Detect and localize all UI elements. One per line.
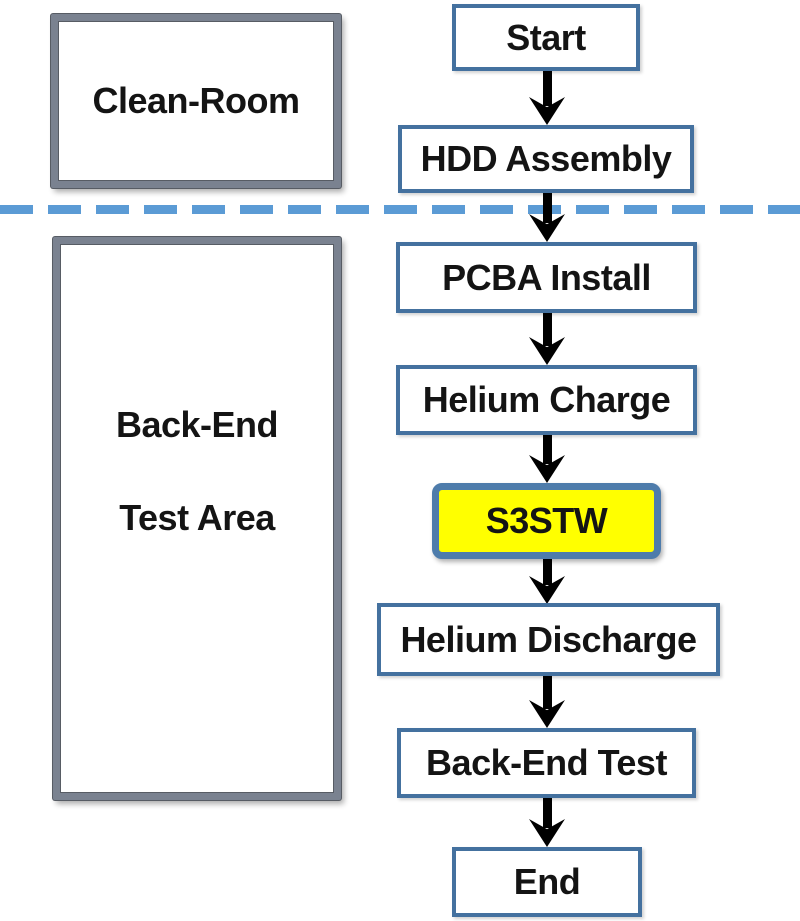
flow-node-helium-charge-label: Helium Charge xyxy=(422,379,671,420)
zone-separator-dashed-line xyxy=(0,205,800,214)
clean-room-zone-label: Clean-Room xyxy=(92,80,300,121)
flow-node-hdd-assembly-label: HDD Assembly xyxy=(420,138,672,179)
back-end-test-area-label-line2: Test Area xyxy=(119,497,275,538)
arrow-shaft xyxy=(542,676,552,709)
arrow-shaft xyxy=(542,559,552,585)
flow-node-helium-charge: Helium Charge xyxy=(396,365,697,435)
back-end-test-area-zone: Back-End Test Area xyxy=(53,237,341,800)
flow-node-hdd-assembly: HDD Assembly xyxy=(398,125,694,193)
flow-node-pcba-install-label: PCBA Install xyxy=(442,256,651,298)
arrow-shaft xyxy=(542,313,552,346)
flow-node-back-end-test: Back-End Test xyxy=(397,728,696,798)
arrow-shaft xyxy=(542,435,552,464)
arrow-s3stw-to-helium-discharge xyxy=(529,559,565,604)
arrow-back-end-test-to-end xyxy=(529,798,565,847)
flow-node-helium-discharge: Helium Discharge xyxy=(377,603,720,676)
flow-node-start-label: Start xyxy=(506,16,586,58)
flow-node-start: Start xyxy=(452,4,640,71)
flow-node-pcba-install: PCBA Install xyxy=(396,242,697,313)
arrow-helium-discharge-to-back-end-test xyxy=(529,676,565,728)
clean-room-zone: Clean-Room xyxy=(51,14,341,188)
flow-node-s3stw-label: S3STW xyxy=(485,500,608,541)
flow-node-end-label: End xyxy=(513,861,581,902)
arrow-helium-charge-to-s3stw xyxy=(529,435,565,483)
arrow-shaft xyxy=(542,193,552,223)
arrow-pcba-install-to-helium-charge xyxy=(529,313,565,365)
flow-node-s3stw-highlighted: S3STW xyxy=(432,483,661,559)
flow-node-helium-discharge-label: Helium Discharge xyxy=(400,618,697,660)
arrow-shaft xyxy=(542,798,552,828)
arrow-start-to-hdd-assembly xyxy=(529,71,565,125)
arrow-shaft xyxy=(542,71,552,106)
flow-node-end: End xyxy=(452,847,642,917)
arrow-hdd-assembly-to-pcba-install xyxy=(529,193,565,242)
flow-node-back-end-test-label: Back-End Test xyxy=(426,742,667,783)
back-end-test-area-label-line1: Back-End xyxy=(115,404,279,445)
